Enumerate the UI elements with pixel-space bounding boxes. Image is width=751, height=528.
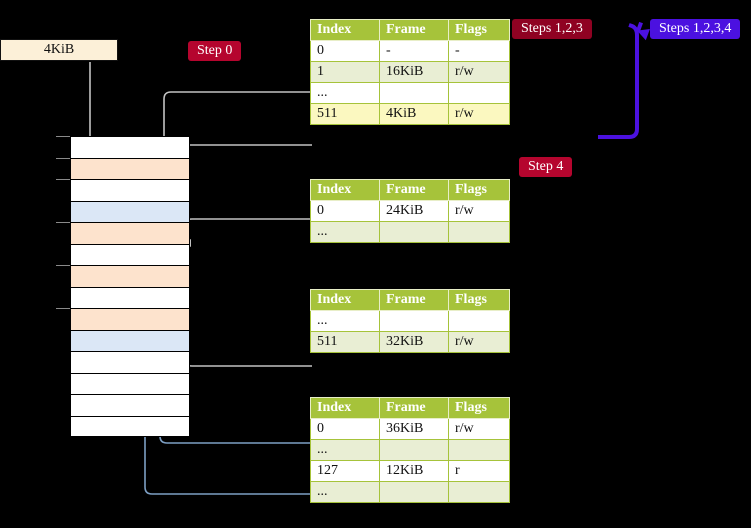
memory-frame-row xyxy=(70,372,190,394)
cell-flags: r/w xyxy=(448,61,510,83)
memory-tick-mark xyxy=(56,157,70,159)
memory-frame-row xyxy=(70,265,190,287)
cell-flags: r xyxy=(448,460,510,482)
cell-index: 0 xyxy=(310,418,380,440)
memory-frame-row xyxy=(70,179,190,201)
memory-frame-row xyxy=(70,394,190,416)
memory-tick-mark xyxy=(56,179,70,180)
cell-index: ... xyxy=(310,221,380,243)
cell-index: 0 xyxy=(310,40,380,62)
steps-1234-badge: Steps 1,2,3,4 xyxy=(650,19,741,39)
cell-flags xyxy=(448,82,510,104)
table-row[interactable]: 0-- xyxy=(310,40,510,62)
column-header-frame: Frame xyxy=(379,289,449,311)
cell-index: ... xyxy=(310,481,380,503)
table-row[interactable]: ... xyxy=(310,439,510,461)
cell-frame xyxy=(379,310,449,332)
step-4-badge: Step 4 xyxy=(519,157,573,177)
cell-index: 511 xyxy=(310,103,380,125)
cell-frame: 24KiB xyxy=(379,200,449,222)
table-row[interactable]: ... xyxy=(310,310,510,332)
cell-flags: r/w xyxy=(448,103,510,125)
memory-frame-row xyxy=(70,286,190,308)
cell-index: 127 xyxy=(310,460,380,482)
cell-frame: 36KiB xyxy=(379,418,449,440)
cell-frame xyxy=(379,439,449,461)
cell-index: ... xyxy=(310,439,380,461)
cell-index: 511 xyxy=(310,331,380,353)
step-0-badge: Step 0 xyxy=(188,41,242,61)
physical-memory-column xyxy=(70,136,190,437)
cell-flags: - xyxy=(448,40,510,62)
memory-frame-row xyxy=(70,222,190,244)
column-header-frame: Frame xyxy=(379,19,449,41)
steps-123-badge: Steps 1,2,3 xyxy=(512,19,592,39)
cell-flags xyxy=(448,439,510,461)
cell-index: 0 xyxy=(310,200,380,222)
column-header-index: Index xyxy=(310,179,380,201)
cell-frame: - xyxy=(379,40,449,62)
table-row[interactable]: ... xyxy=(310,481,510,503)
cell-frame: 32KiB xyxy=(379,331,449,353)
cell-flags xyxy=(448,481,510,503)
cell-flags xyxy=(448,221,510,243)
memory-frame-row xyxy=(70,243,190,265)
cell-frame: 4KiB xyxy=(379,103,449,125)
frame-size-box: 4KiB xyxy=(0,39,118,61)
column-header-flags: Flags xyxy=(448,397,510,419)
cell-index: ... xyxy=(310,82,380,104)
column-header-flags: Flags xyxy=(448,179,510,201)
memory-frame-row xyxy=(70,308,190,330)
memory-tick-mark xyxy=(56,222,70,223)
memory-frame-row xyxy=(70,415,190,437)
column-header-frame: Frame xyxy=(379,179,449,201)
memory-frame-row xyxy=(70,200,190,222)
cell-flags xyxy=(448,310,510,332)
cell-frame: 16KiB xyxy=(379,61,449,83)
column-header-index: Index xyxy=(310,289,380,311)
table-row[interactable]: ... xyxy=(310,82,510,104)
wire-memory-to-pt2 xyxy=(177,311,312,367)
frame-size-label: 4KiB xyxy=(43,42,75,57)
column-header-index: Index xyxy=(310,19,380,41)
column-header-flags: Flags xyxy=(448,19,510,41)
memory-frame-row xyxy=(70,157,190,179)
cell-frame xyxy=(379,481,449,503)
column-header-frame: Frame xyxy=(379,397,449,419)
cell-frame xyxy=(379,221,449,243)
cell-flags: r/w xyxy=(448,200,510,222)
column-header-index: Index xyxy=(310,397,380,419)
memory-frame-row xyxy=(70,329,190,351)
memory-frame-row xyxy=(70,136,190,158)
cell-index: 1 xyxy=(310,61,380,83)
column-header-flags: Flags xyxy=(448,289,510,311)
memory-tick-mark xyxy=(56,308,70,309)
cell-index: ... xyxy=(310,310,380,332)
cell-flags: r/w xyxy=(448,331,510,353)
cell-flags: r/w xyxy=(448,418,510,440)
cell-frame xyxy=(379,82,449,104)
memory-frame-row xyxy=(70,351,190,373)
memory-tick-mark xyxy=(56,265,70,266)
table-row[interactable]: ... xyxy=(310,221,510,243)
steps-bracket-arrow xyxy=(598,21,650,139)
memory-tick-mark xyxy=(56,136,70,137)
cell-frame: 12KiB xyxy=(379,460,449,482)
